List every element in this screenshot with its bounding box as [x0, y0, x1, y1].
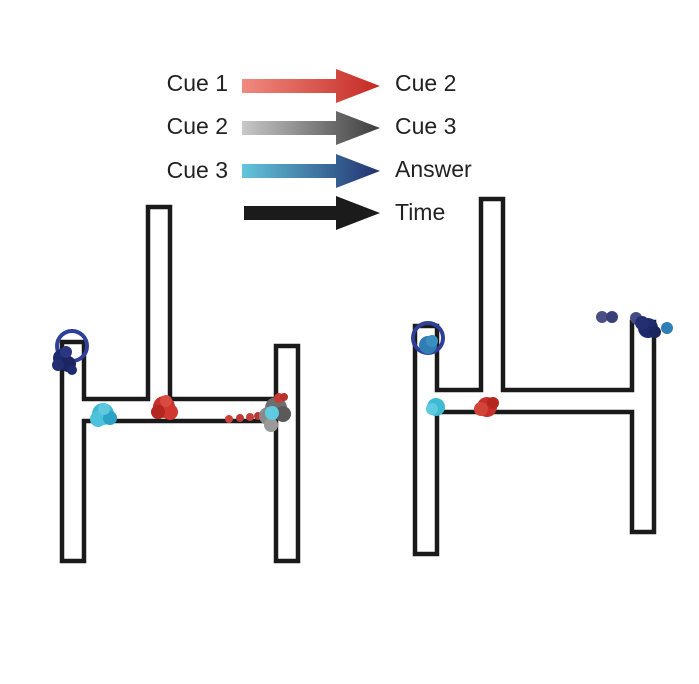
maze-outline — [412, 196, 657, 557]
legend-to-label: Cue 3 — [395, 113, 456, 139]
legend-from-label: Cue 1 — [167, 70, 228, 96]
cue1-marker — [474, 402, 488, 416]
legend-row-cue2: Cue 2 Cue 3 — [167, 111, 456, 145]
cue1-markers — [474, 397, 499, 417]
cue3-marker — [426, 335, 438, 347]
answer-marker — [60, 346, 72, 358]
maze-right — [411, 196, 673, 557]
legend-to-label: Answer — [395, 156, 472, 182]
legend-row-cue3: Cue 3 Answer — [167, 154, 472, 188]
cue3-marker — [661, 322, 673, 334]
cue1-marker — [151, 405, 165, 419]
legend-gradient-arrow — [242, 111, 380, 145]
cue1-marker — [246, 413, 254, 421]
legend: Cue 1 Cue 2 Cue 2 Cue 3 Cue 3 Answer Tim… — [167, 69, 472, 230]
cue3-markers — [419, 335, 445, 416]
cue3-marker — [265, 406, 279, 420]
answer-marker — [649, 326, 661, 338]
legend-gradient-arrow — [242, 154, 380, 188]
answer-markers — [596, 311, 673, 338]
legend-row-time: Time — [244, 196, 445, 230]
cue3-marker — [103, 411, 117, 425]
cue2-marker — [264, 418, 278, 432]
legend-to-label: Cue 2 — [395, 70, 456, 96]
legend-from-label: Cue 3 — [167, 157, 228, 183]
cue3-markers — [90, 403, 117, 427]
legend-to-label: Time — [395, 199, 445, 225]
cue3-marker — [98, 403, 110, 415]
cue3-marker — [90, 411, 106, 427]
maze-left — [52, 204, 301, 564]
answer-marker — [52, 359, 64, 371]
answer-marker — [67, 365, 77, 375]
answer-marker — [596, 311, 608, 323]
cue2-marker — [275, 406, 291, 422]
cue1-marker — [236, 414, 244, 422]
answer-marker — [635, 316, 649, 330]
legend-from-label: Cue 2 — [167, 113, 228, 139]
cue1-marker — [160, 395, 172, 407]
time-arrow — [244, 196, 380, 230]
maze-outline — [59, 204, 301, 564]
cue1-marker — [162, 404, 178, 420]
answer-markers — [52, 346, 77, 375]
cue1-marker — [225, 415, 233, 423]
cue1-marker — [487, 397, 499, 409]
answer-marker — [606, 311, 618, 323]
cue2-marker — [280, 393, 288, 401]
legend-gradient-arrow — [242, 69, 380, 103]
cue1-markers — [151, 395, 262, 423]
legend-row-cue1: Cue 1 Cue 2 — [167, 69, 456, 103]
cue3-marker — [426, 403, 438, 415]
